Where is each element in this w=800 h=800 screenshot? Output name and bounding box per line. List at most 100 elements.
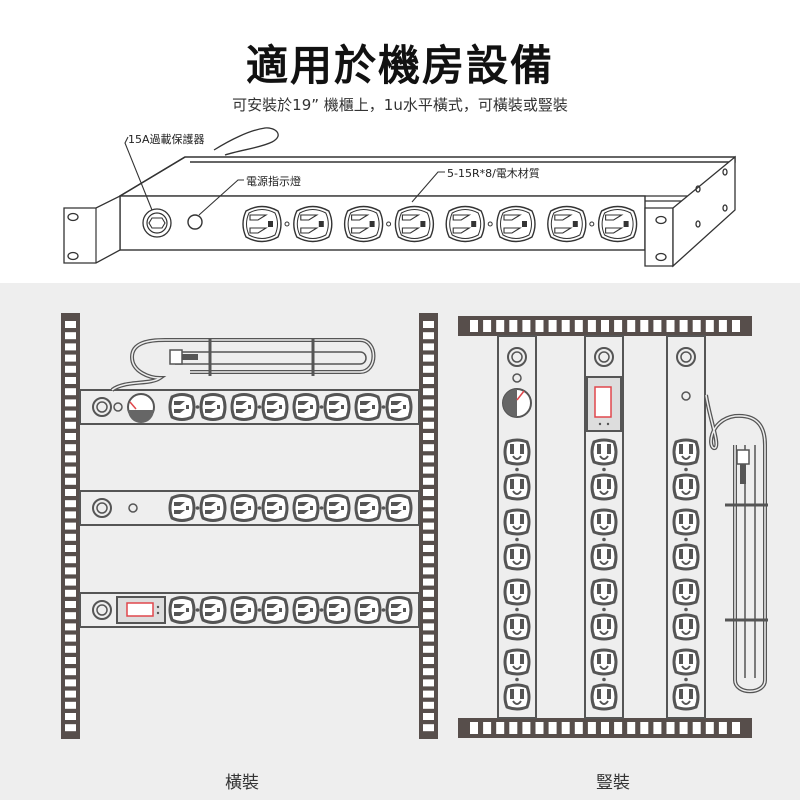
outlet (292, 494, 320, 522)
outlet-5-15r (293, 205, 333, 243)
outlet (590, 543, 618, 571)
vertical-power-strip (497, 335, 537, 719)
outlet (230, 494, 258, 522)
outlet (672, 578, 700, 606)
digital-display (116, 596, 166, 624)
outlet (354, 494, 382, 522)
caption-vertical: 豎裝 (596, 773, 630, 793)
outlet (323, 393, 351, 421)
outlet (261, 393, 289, 421)
plug-icon (736, 449, 750, 465)
outlet (385, 393, 413, 421)
rack-rail-horizontal (458, 718, 752, 738)
right-mount-bracket (644, 155, 736, 268)
outlet (230, 393, 258, 421)
left-mount-bracket (63, 194, 121, 264)
ammeter-icon (502, 388, 532, 418)
outlet (590, 613, 618, 641)
outlet (672, 613, 700, 641)
page-subtitle: 可安裝於19” 機櫃上，1u水平橫式，可橫裝或豎裝 (232, 96, 568, 114)
outlet-5-15r (394, 205, 435, 243)
digital-display (586, 376, 622, 432)
outlet (672, 508, 700, 536)
callout-breaker: 15A過載保護器 (128, 133, 205, 146)
power-strip-drawing (63, 127, 736, 268)
outlet (261, 596, 289, 624)
coiled-power-cord (704, 394, 768, 694)
outlet (199, 494, 227, 522)
outlet (590, 508, 618, 536)
outlet (261, 494, 289, 522)
outlet (292, 596, 320, 624)
outlet (168, 494, 196, 522)
outlet (323, 596, 351, 624)
breaker-15a (142, 208, 172, 238)
power-cord (213, 127, 279, 156)
outlet (385, 494, 413, 522)
indicator-light (113, 402, 123, 412)
outlet (503, 543, 531, 571)
outlet-screw (386, 221, 392, 227)
outlet (590, 438, 618, 466)
ammeter-icon (127, 393, 155, 423)
breaker-icon (676, 347, 696, 367)
power-indicator-light (187, 214, 203, 230)
outlet-screw (589, 221, 595, 227)
rack-rail-horizontal (458, 316, 752, 336)
outlet (503, 648, 531, 676)
coiled-power-cord (110, 338, 376, 392)
outlet (354, 596, 382, 624)
outlet (168, 596, 196, 624)
outlet (199, 596, 227, 624)
outlet-5-15r (343, 205, 384, 243)
rack-rail-vertical (61, 313, 80, 739)
horizontal-rack (61, 313, 438, 739)
outlet (503, 438, 531, 466)
rack-rail-vertical (419, 313, 438, 739)
outlet (590, 473, 618, 501)
outlet (292, 393, 320, 421)
indicator-light (512, 373, 522, 383)
breaker-icon (507, 347, 527, 367)
outlet (323, 494, 351, 522)
outlet (672, 543, 700, 571)
breaker-icon (92, 600, 112, 620)
breaker-icon (594, 347, 614, 367)
outlet (503, 683, 531, 711)
indicator-light (681, 391, 691, 401)
callout-power-indicator: 電源指示燈 (246, 175, 301, 188)
plug-icon (169, 349, 183, 365)
outlet-5-15r (547, 205, 587, 243)
outlet-screw (284, 221, 290, 227)
horizontal-power-strip (79, 490, 420, 526)
vertical-power-strip (584, 335, 624, 719)
horizontal-power-strip (79, 389, 420, 425)
callout-outlets: 5-15R*8/電木材質 (447, 167, 540, 180)
outlet (672, 683, 700, 711)
outlet (503, 508, 531, 536)
breaker-icon (92, 397, 112, 417)
caption-horizontal: 橫裝 (225, 773, 259, 793)
breaker-icon (92, 498, 112, 518)
outlet (672, 648, 700, 676)
outlet (590, 683, 618, 711)
vertical-rack (458, 316, 768, 738)
outlet-screw (487, 221, 493, 227)
outlet-5-15r (242, 205, 282, 243)
indicator-light (128, 503, 138, 513)
outlet (199, 393, 227, 421)
outlet (503, 578, 531, 606)
outlet (230, 596, 258, 624)
page-title: 適用於機房設備 (245, 41, 554, 90)
outlet (503, 473, 531, 501)
outlet (590, 648, 618, 676)
outlet (503, 613, 531, 641)
horizontal-power-strip (79, 592, 420, 628)
outlet (354, 393, 382, 421)
outlet-5-15r (496, 205, 536, 243)
outlet (672, 438, 700, 466)
outlet (385, 596, 413, 624)
outlet-5-15r (445, 205, 485, 243)
outlet (590, 578, 618, 606)
